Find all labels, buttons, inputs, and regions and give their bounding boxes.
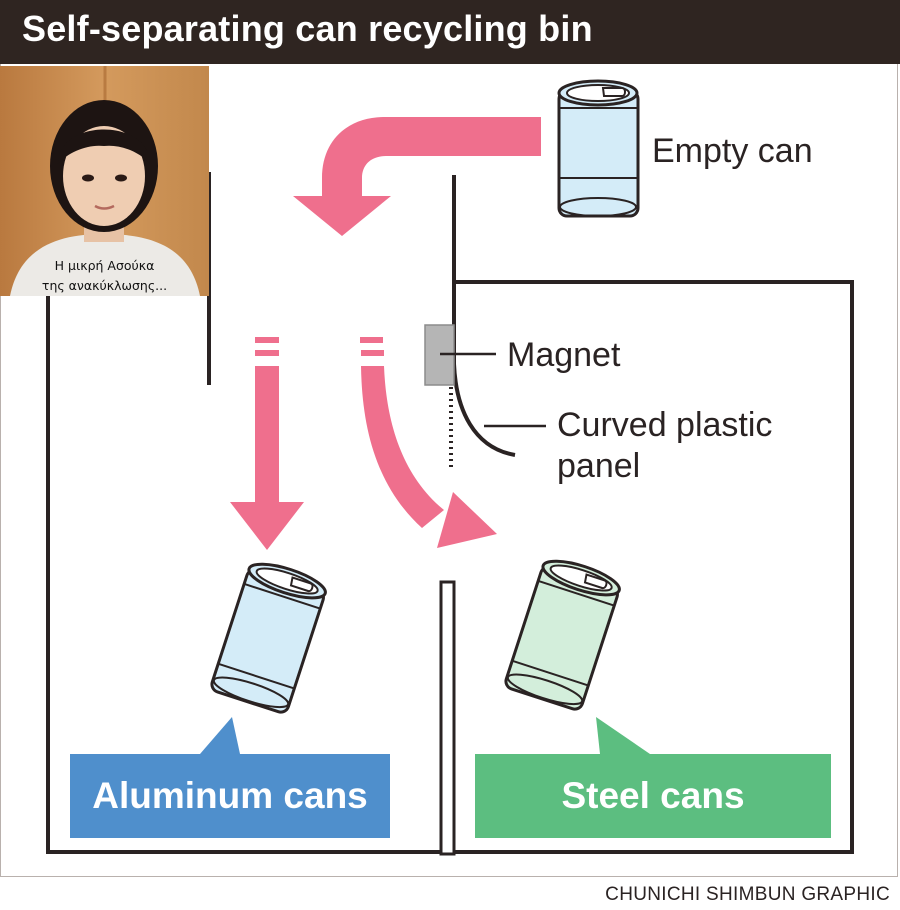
steel-can-icon <box>504 559 621 711</box>
photo-illustration <box>0 66 209 296</box>
curved-panel-label-line2: panel <box>557 447 641 485</box>
empty-can-icon <box>557 79 640 218</box>
aluminum-label-tail <box>200 717 240 754</box>
left-bin-wall <box>46 296 452 854</box>
diagram-frame <box>0 64 898 877</box>
title-bar: Self-separating can recycling bin <box>0 0 900 64</box>
magnet-label: Magnet <box>507 336 621 374</box>
empty-can-label: Empty can <box>652 132 813 170</box>
girl-photo: Η μικρή Ασούκα της ανακύκλωσης... <box>0 66 209 296</box>
right-bin-wall <box>452 280 854 854</box>
aluminum-cans-label: Aluminum cans <box>70 754 390 838</box>
aluminum-can-icon <box>210 562 327 714</box>
photo-caption-line1: Η μικρή Ασούκα <box>54 258 155 273</box>
diagram-title: Self-separating can recycling bin <box>22 8 593 49</box>
steel-cans-label: Steel cans <box>475 754 831 838</box>
bin-outer-walls <box>46 280 854 854</box>
bin-divider <box>439 580 456 856</box>
steel-label-tail <box>596 717 650 754</box>
photo-caption-line2: της ανακύκλωσης... <box>41 278 168 293</box>
curved-plastic-panel <box>452 363 516 457</box>
steel-cans-text: Steel cans <box>561 775 745 816</box>
input-arrow <box>293 117 541 236</box>
photo-caption: Η μικρή Ασούκα της ανακύκλωσης... <box>0 256 209 296</box>
steel-arrow <box>360 337 497 548</box>
aluminum-cans-text: Aluminum cans <box>92 775 368 816</box>
curved-panel-label-line1: Curved plastic <box>557 406 773 444</box>
aluminum-arrow <box>230 337 304 550</box>
credit-line: CHUNICHI SHIMBUN GRAPHIC <box>605 884 890 905</box>
